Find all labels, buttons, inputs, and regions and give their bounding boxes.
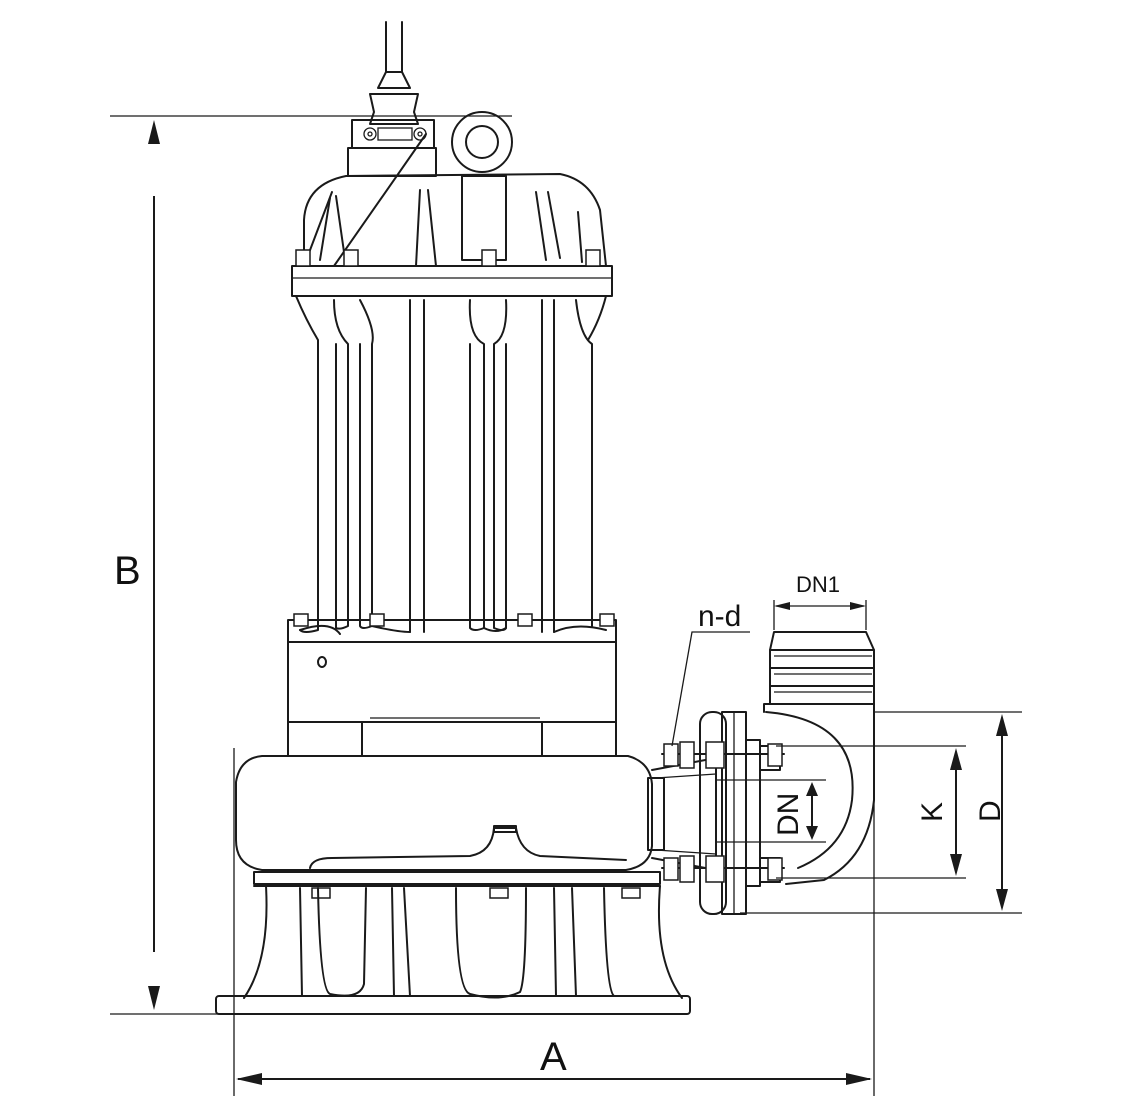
dimension-b-label: B <box>114 549 141 593</box>
discharge-pipe <box>647 757 717 871</box>
lifting-eye <box>451 111 513 173</box>
motor-flange <box>291 249 613 297</box>
dimension-a-label: A <box>540 1035 567 1079</box>
leader-n-d <box>671 631 750 747</box>
dimension-a <box>233 712 875 1096</box>
dimension-dn1-label: DN1 <box>796 572 840 597</box>
pump-base-stand <box>215 871 691 1015</box>
dimension-d-label: D <box>974 800 1007 822</box>
flange-bolts <box>661 741 785 883</box>
power-cable <box>369 21 419 125</box>
dimension-dn1 <box>773 600 867 630</box>
motor-body <box>287 613 617 757</box>
dimension-dn <box>716 779 826 843</box>
dimension-k-label: K <box>916 802 949 822</box>
dimension-d <box>740 711 1022 914</box>
dimension-b <box>110 115 512 1015</box>
motor-cooling-fins <box>295 295 607 635</box>
hose-barb <box>769 631 875 705</box>
n-d-label: n-d <box>698 600 741 633</box>
outlet-flange <box>699 711 781 915</box>
dimension-dn-label: DN <box>772 793 805 836</box>
pump-volute <box>235 755 653 871</box>
dimension-k <box>776 745 966 879</box>
